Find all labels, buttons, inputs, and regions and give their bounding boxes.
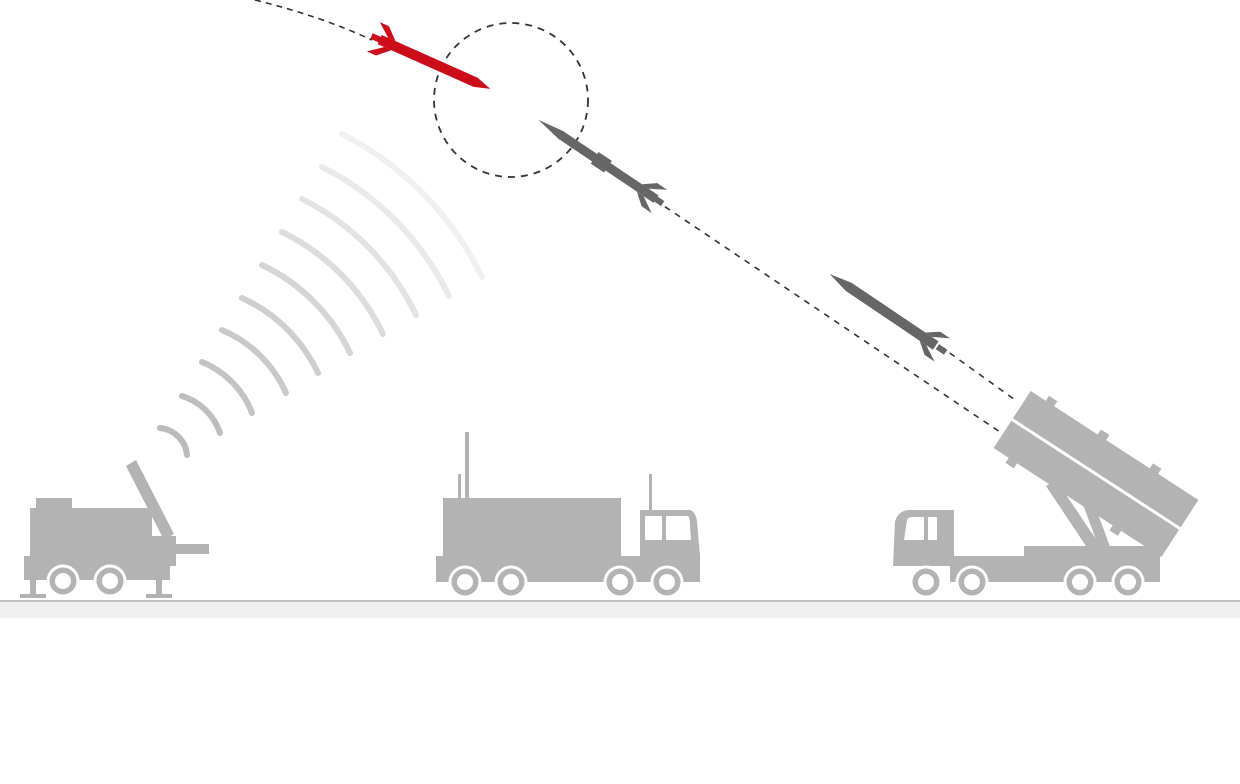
radar-wave-10	[339, 131, 485, 280]
radar-truck-antenna-arm	[126, 460, 174, 540]
radar-truck-foot-left	[20, 594, 46, 598]
radar-wave-6	[259, 262, 353, 356]
radar-truck-roof-block	[36, 498, 72, 510]
incoming-threat-missile	[366, 22, 491, 89]
incoming-trajectory-line	[254, 0, 373, 41]
radar-truck	[20, 460, 209, 598]
radar-wave-4	[219, 327, 289, 396]
launcher-canister-pack	[993, 391, 1199, 557]
radar-truck-body	[30, 508, 152, 560]
radar-wave-8	[299, 196, 419, 318]
radar-wave-2	[179, 393, 223, 436]
control-truck-shelter	[443, 498, 621, 560]
radar-truck-foot-right	[146, 594, 172, 598]
control-truck-antenna-short	[458, 474, 461, 500]
radar-wave-3	[199, 359, 255, 416]
launching-interceptor-missile	[829, 273, 951, 362]
ground-strip	[0, 602, 1240, 618]
radar-waves	[157, 131, 485, 458]
launcher-truck-windows	[904, 517, 937, 540]
interceptor-trajectory-line	[654, 199, 1001, 433]
control-truck	[436, 432, 700, 599]
control-truck-antenna-tall	[465, 432, 469, 500]
launcher-truck	[893, 391, 1199, 599]
radar-wave-5	[239, 295, 321, 376]
radar-wave-7	[279, 229, 386, 337]
intercept-zone-circle	[433, 22, 589, 178]
ground	[0, 600, 1240, 618]
radar-truck-outrigger-right	[156, 578, 162, 596]
radar-truck-rear-bar	[176, 544, 209, 554]
radar-wave-9	[319, 164, 452, 299]
control-truck-antenna-cab	[649, 474, 652, 512]
radar-wave-1	[157, 425, 190, 458]
radar-truck-outrigger-left	[30, 578, 36, 596]
interceptor-missile	[538, 119, 668, 213]
control-truck-windows	[645, 516, 691, 540]
launcher-truck-support-strut	[1046, 480, 1106, 558]
launch-trajectory-line	[939, 345, 1019, 403]
